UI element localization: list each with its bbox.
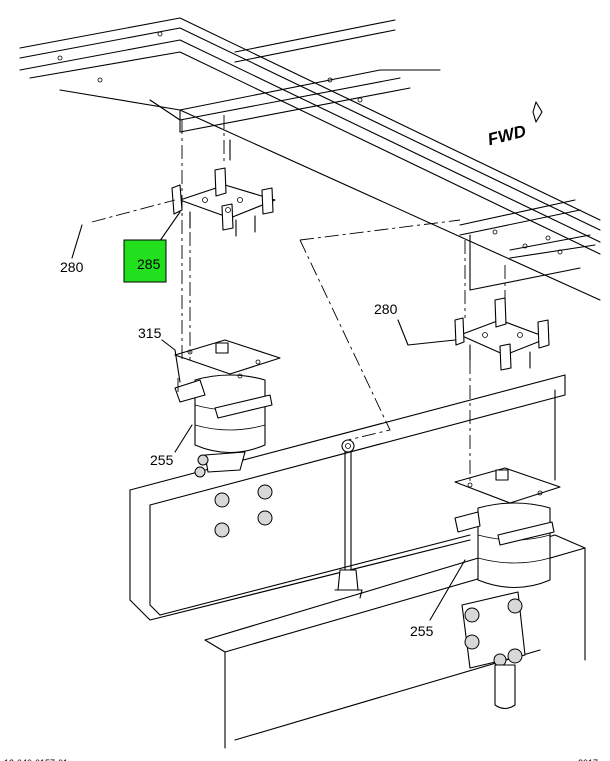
lower-channel-beam-front [204,534,586,749]
channel-bolts [214,484,273,538]
drawing-year: 2017 [578,758,598,761]
callout-280-right[interactable]: 280 [374,301,398,317]
right-mounting-bracket [454,297,550,371]
height-control-link [334,439,363,599]
fwd-arrow-icon [532,101,543,123]
drawing-number: 12-040-0157-01 [4,758,68,761]
highlight-box [123,239,167,283]
leader-lines [71,211,466,621]
right-air-spring [454,467,561,710]
callout-255-left[interactable]: 255 [150,452,174,468]
callout-285[interactable]: 285 [137,256,161,272]
fwd-label: FWD [486,121,528,149]
lower-channel-beam [129,374,566,621]
upper-frame-rail [19,17,601,301]
forward-direction-indicator: FWD [486,101,543,149]
callout-280-left[interactable]: 280 [60,259,84,275]
callout-315[interactable]: 315 [138,325,162,341]
left-air-spring [174,339,281,478]
left-mounting-bracket [171,167,276,237]
callout-255-right[interactable]: 255 [410,623,434,639]
assembly-lines [91,115,506,485]
